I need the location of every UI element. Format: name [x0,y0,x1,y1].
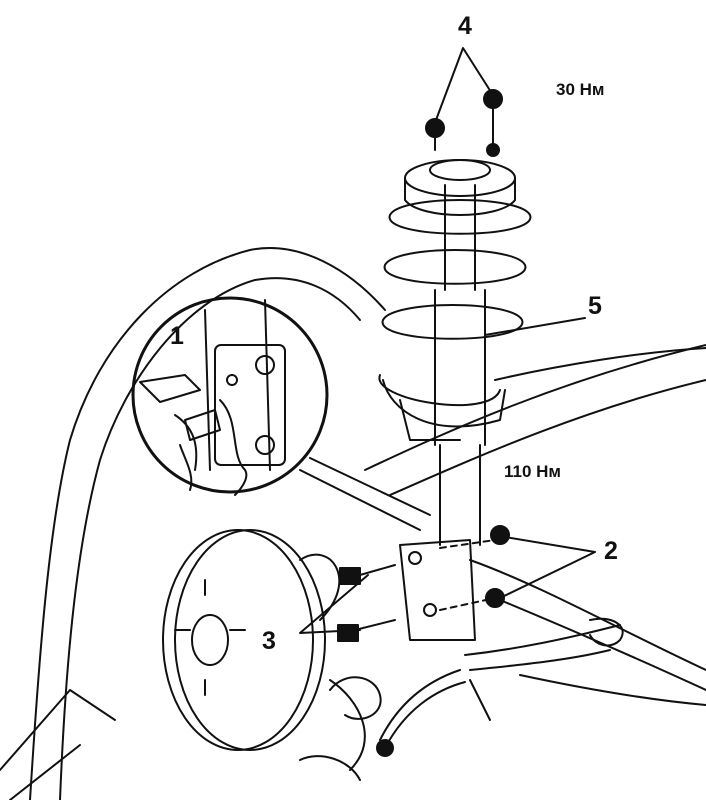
callout-2: 2 [604,537,618,565]
brake-disc [162,529,366,771]
fender-arch [0,247,386,800]
callout-1: 1 [170,322,184,350]
knuckle-bracket [299,525,596,642]
torque-knuckle-bolts: 110 Нм [504,462,562,481]
top-mount-nuts [425,47,503,157]
strut-spring-assembly [378,159,586,546]
torque-top-nut: 30 Нм [556,80,605,99]
callout-4: 4 [458,12,472,40]
detail-circle [131,296,431,531]
lower-arm-tie-rod [299,617,624,781]
callout-3: 3 [262,627,276,655]
car-body-lines [364,344,706,706]
callout-5: 5 [588,292,602,320]
